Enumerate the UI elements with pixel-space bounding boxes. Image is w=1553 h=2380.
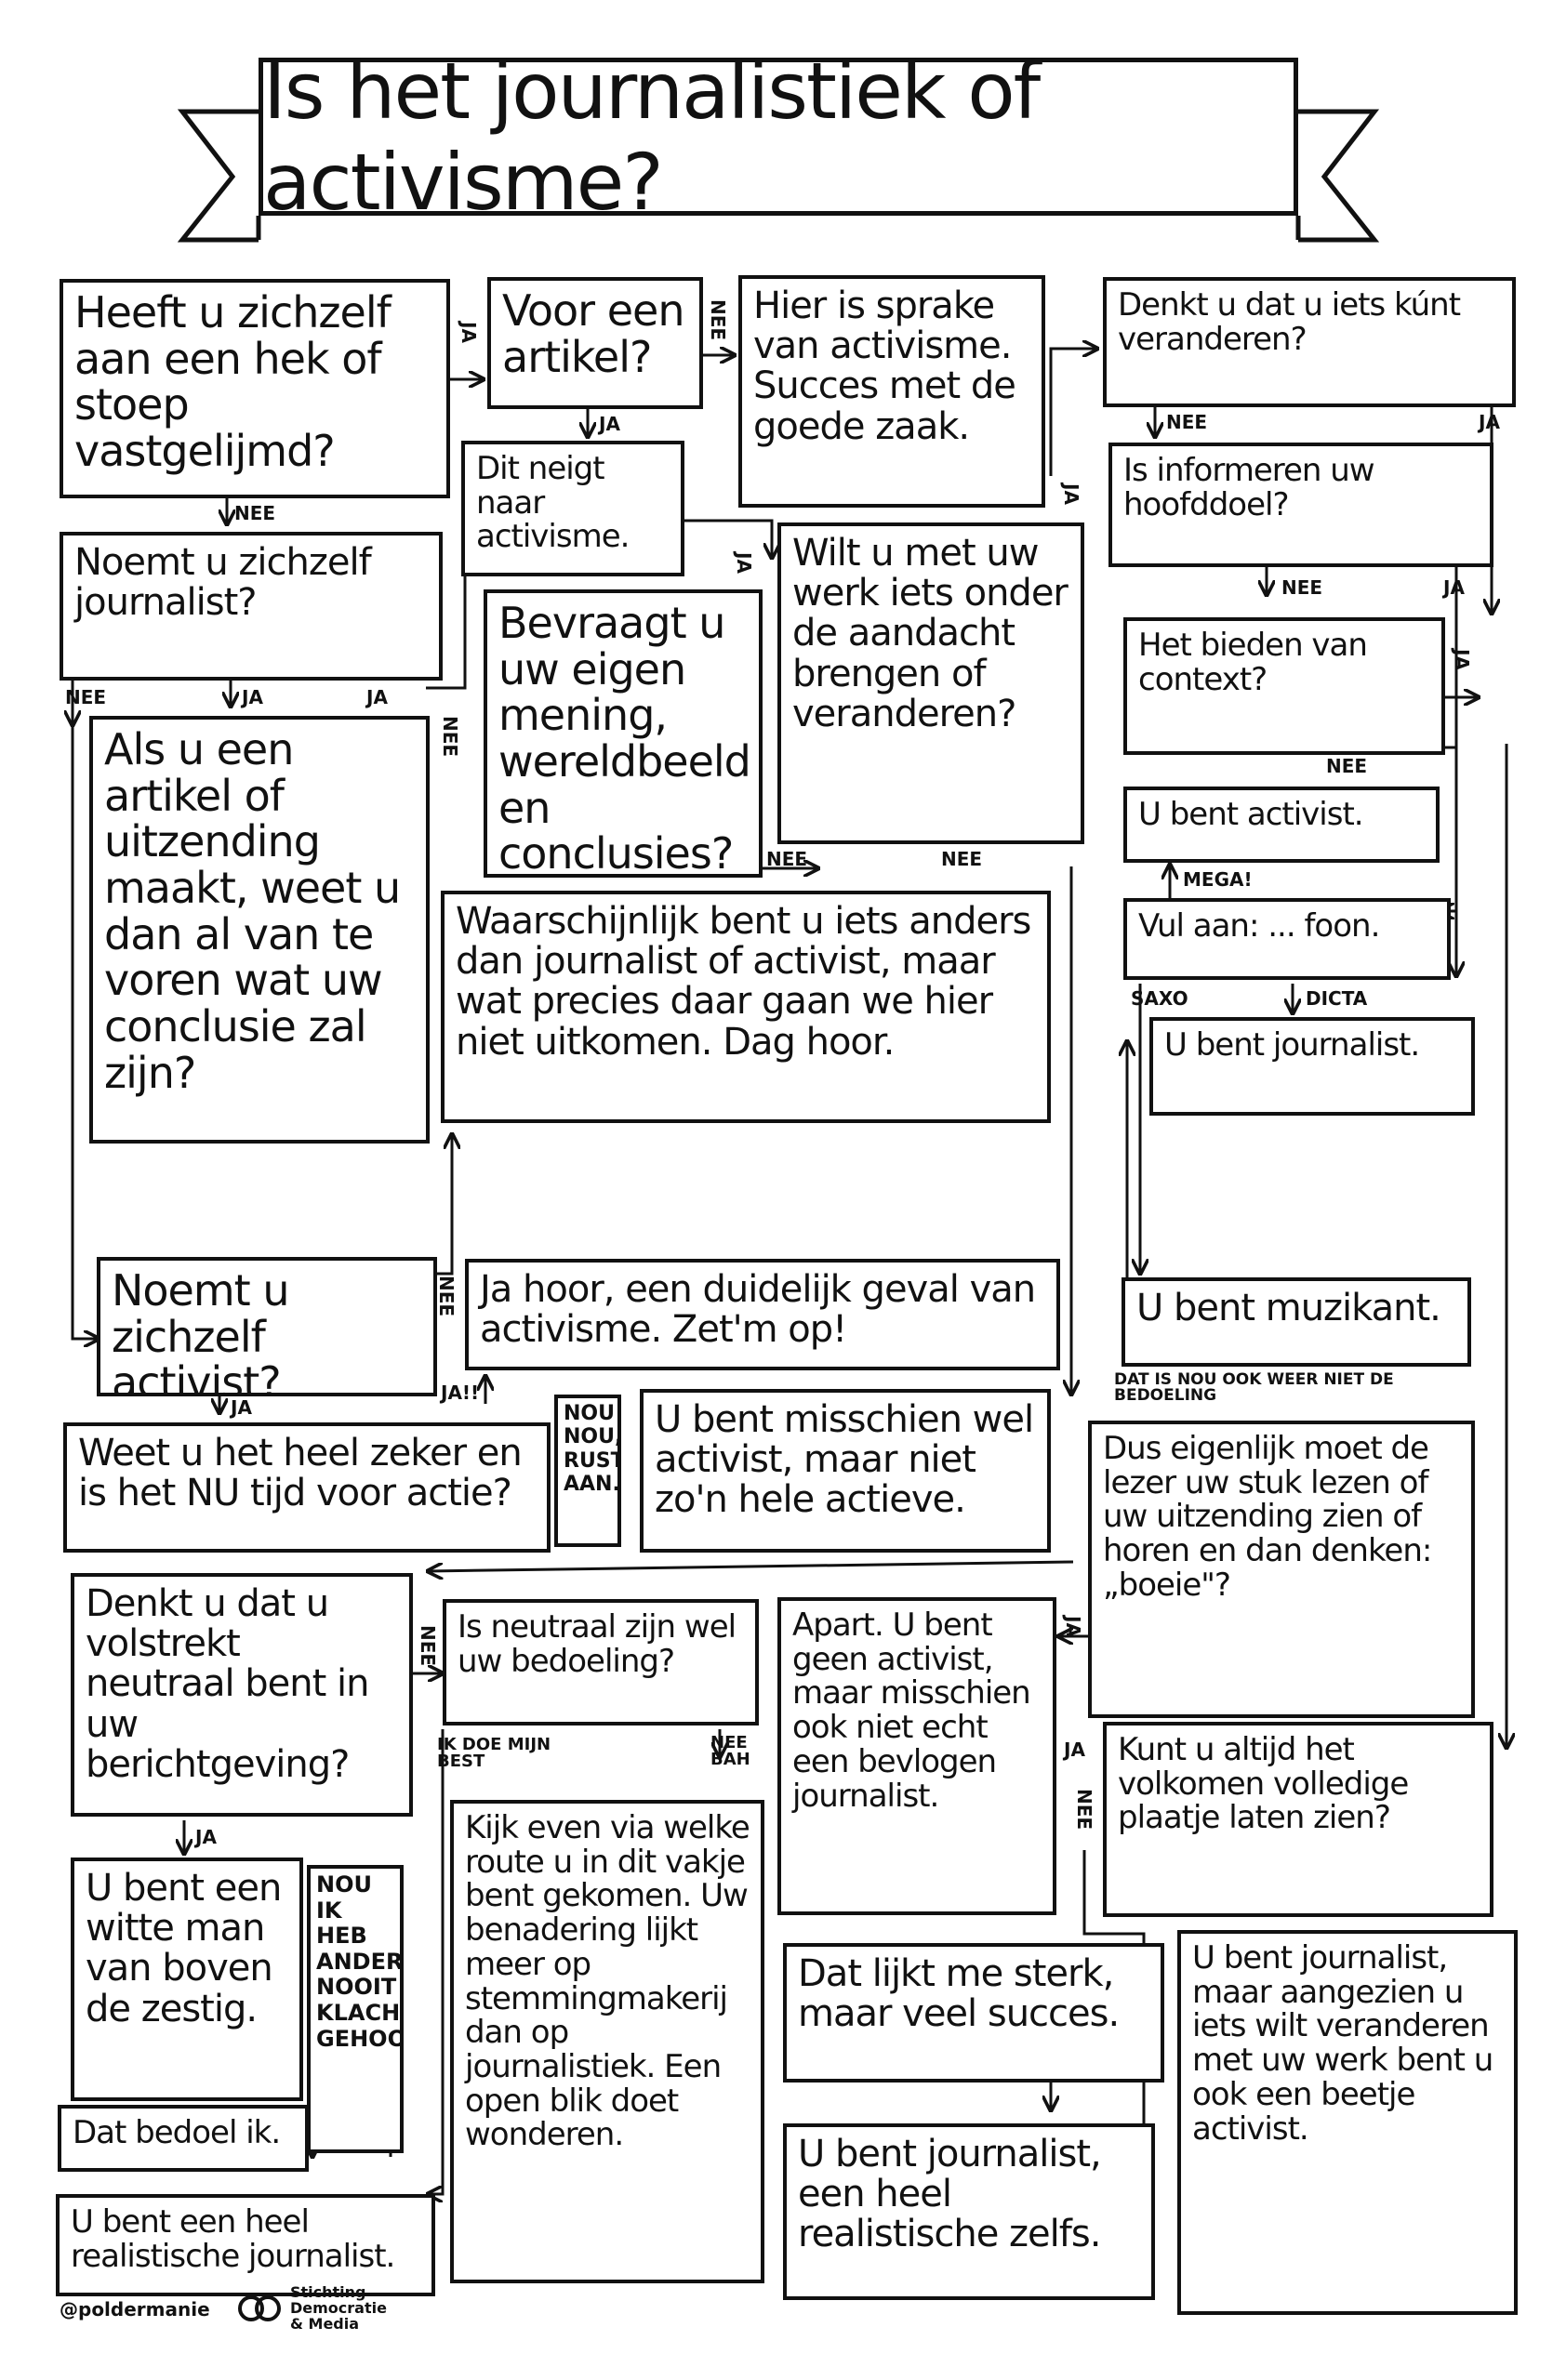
label-aandacht-nee: NEE (941, 848, 983, 870)
arrows (73, 349, 1507, 2261)
label-bevraagt-nee: NEE (766, 848, 808, 870)
result-klachten: NOU IK HEB ANDERS NOOIT KLACHTEN GEHOORD… (307, 1865, 404, 2153)
label-journalist-ja2: JA (366, 686, 388, 708)
label-activisme-ja: JA (1060, 483, 1082, 505)
result-journalist: U bent journalist. (1149, 1017, 1475, 1116)
arrow-activisme-veranderen (1049, 349, 1097, 476)
question-conclusie: Als u een artikel of uitzending maakt, w… (89, 716, 430, 1144)
label-activist-ja: JA (231, 1396, 252, 1419)
footer-logo: Stichting Democratie & Media (238, 2283, 402, 2333)
footer-handle: @poldermanie (60, 2298, 210, 2320)
arrow-bedoeling-best (428, 1729, 445, 2194)
result-realistisch: U bent een heel realistische journalist. (56, 2194, 435, 2296)
result-activisme-succes: Hier is sprake van activisme. Succes met… (738, 275, 1045, 508)
result-realistisch-zelfs: U bent journalist, een heel realistische… (783, 2123, 1155, 2300)
result-apart: Apart. U bent geen activist, maar missch… (777, 1597, 1056, 1915)
org-logo-icon (238, 2295, 281, 2322)
label-journalist-ja: JA (242, 686, 263, 708)
label-saxo: SAXO (1131, 987, 1188, 1010)
label-aandacht-ja: JA (733, 552, 755, 574)
label-dicta: DICTA (1306, 987, 1368, 1010)
question-artikel: Voor een artikel? (487, 277, 703, 409)
question-veranderen: Denkt u dat u iets kúnt veranderen? (1103, 277, 1516, 407)
label-activist-nee: NEE (435, 1276, 458, 1317)
question-bevraagt: Bevraagt u uw eigen mening, wereldbeeld … (484, 589, 763, 878)
result-journa-act: U bent journalist, maar aangezien u iets… (1177, 1930, 1518, 2315)
label-informeren-nee: NEE (1281, 576, 1323, 599)
question-informeren: Is informeren uw hoofddoel? (1108, 443, 1493, 567)
label-veranderen-nee: NEE (1166, 411, 1208, 433)
result-activist: U bent activist. (1123, 787, 1440, 863)
result-witte-man: U bent een witte man van boven de zestig… (71, 1858, 303, 2101)
label-conclusie-nee: NEE (439, 716, 461, 758)
result-muzikant: U bent muzikant. (1122, 1277, 1471, 1367)
label-plaatje-ja: JA (1064, 1739, 1085, 1761)
question-boeie: Dus eigenlijk moet de lezer uw stuk leze… (1088, 1421, 1475, 1718)
result-rustig: NOU NOU, RUSTIG AAN. (554, 1395, 621, 1547)
label-ja-excl: JA!! (441, 1382, 480, 1404)
footer-org: Stichting Democratie & Media (290, 2283, 387, 2333)
label-boeie-ja: JA (1062, 1616, 1084, 1637)
label-artikel-ja: JA (599, 413, 620, 435)
label-context-nee: NEE (1326, 755, 1368, 777)
question-activist: Noemt u zichzelf activist? (97, 1257, 437, 1396)
result-sterk: Dat lijkt me sterk, maar veel succes. (783, 1943, 1164, 2082)
label-hek-nee: NEE (234, 502, 276, 524)
label-artikel-nee: NEE (707, 299, 729, 341)
label-plaatje-nee: NEE (1073, 1789, 1095, 1831)
label-nee-bah: NEE BAH (710, 1733, 750, 1769)
label-bedoeling: DAT IS NOU OOK WEER NIET DE BEDOELING (1114, 1370, 1394, 1405)
page-title: Is het journalistiek of activisme? (259, 46, 1298, 228)
label-context-ja: JA (1451, 649, 1473, 670)
question-neutraal: Denkt u dat u volstrekt neutraal bent in… (71, 1573, 413, 1817)
label-veranderen-ja: JA (1479, 411, 1500, 433)
result-duidelijk: Ja hoor, een duidelijk geval van activis… (465, 1259, 1060, 1370)
question-vulaan: Vul aan: ... foon. (1123, 898, 1451, 980)
result-misschien: U bent misschien wel activist, maar niet… (640, 1389, 1051, 1553)
question-context: Het bieden van context? (1123, 617, 1445, 755)
label-neutraal-ja: JA (195, 1826, 217, 1848)
result-kijk: Kijk even via welke route u in dit vakje… (450, 1800, 764, 2283)
arrow-conclusie-down (71, 725, 99, 1339)
result-anders: Waarschijnlijk bent u iets anders dan jo… (441, 891, 1051, 1123)
arrow-bedoeling-left (428, 1560, 1074, 1571)
question-journalist: Noemt u zichzelf journalist? (60, 532, 443, 681)
question-aandacht: Wilt u met uw werk iets onder de aandach… (777, 522, 1084, 844)
question-plaatje: Kunt u altijd het volkomen volledige pla… (1103, 1722, 1493, 1917)
label-journalist-nee: NEE (65, 686, 107, 708)
arrow-activist-nee (426, 1134, 452, 1276)
result-bedoel: Dat bedoel ik. (58, 2105, 309, 2172)
label-neutraal-nee: NEE (417, 1625, 439, 1667)
question-hek: Heeft u zichzelf aan een hek of stoep va… (60, 279, 450, 498)
arrow-context-nee (1440, 746, 1458, 911)
label-doe-best: IK DOE MIJN BEST (437, 1735, 551, 1771)
question-bedoeling: Is neutraal zijn wel uw bedoeling? (443, 1599, 759, 1726)
question-zeker: Weet u het heel zeker en is het NU tijd … (63, 1422, 551, 1553)
label-informeren-ja: JA (1443, 576, 1465, 599)
result-neigt: Dit neigt naar activisme. (461, 441, 684, 576)
arrow-plaatje-nee (1082, 1850, 1144, 2261)
label-mega: MEGA! (1183, 868, 1253, 891)
label-hek-ja: JA (458, 322, 480, 343)
title-ribbon (177, 109, 1380, 243)
